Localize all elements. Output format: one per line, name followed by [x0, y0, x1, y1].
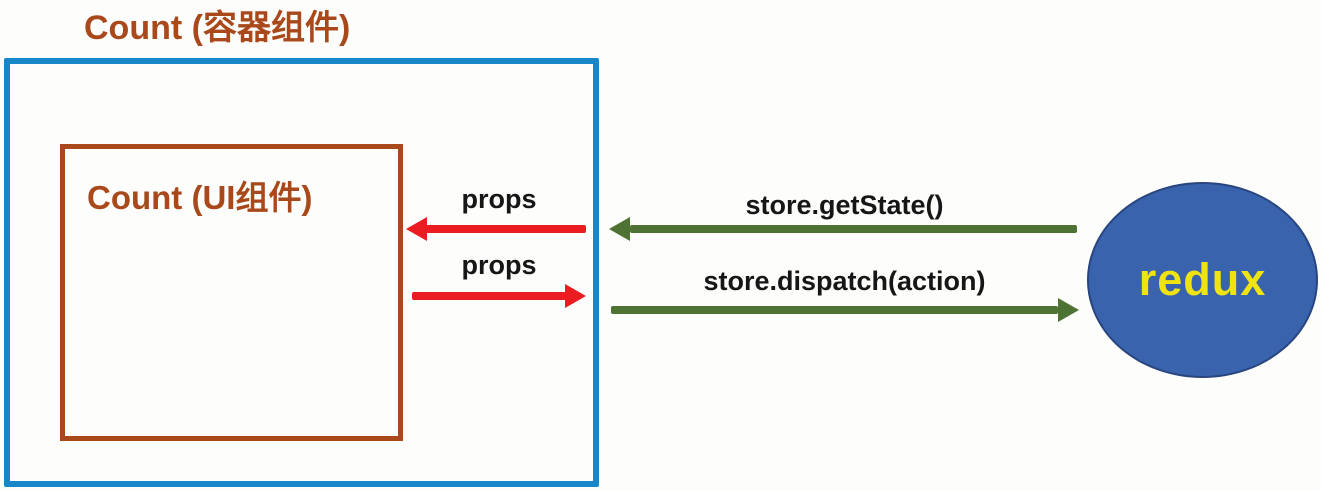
container-component-title: Count (容器组件) [84, 9, 351, 47]
arrow-head-right-icon [565, 284, 586, 308]
arrow-shaft [611, 306, 1058, 314]
arrow-head-left-icon [609, 217, 630, 241]
arrow-shaft [412, 292, 566, 300]
ui-component-label: Count (UI组件) [87, 179, 313, 216]
props-in-label: props [461, 184, 537, 214]
redux-store-ellipse: redux [1087, 182, 1318, 378]
arrow-head-right-icon [1058, 298, 1079, 322]
dispatch-label: store.dispatch(action) [703, 266, 986, 296]
arrow-head-left-icon [406, 217, 427, 241]
get-state-label: store.getState() [745, 190, 944, 220]
arrow-shaft [426, 225, 586, 233]
props-out-label: props [461, 250, 537, 280]
redux-store-label: redux [1138, 254, 1267, 305]
ui-component-box: Count (UI组件) [60, 144, 403, 441]
container-component-box [4, 58, 599, 487]
arrow-shaft [630, 225, 1077, 233]
